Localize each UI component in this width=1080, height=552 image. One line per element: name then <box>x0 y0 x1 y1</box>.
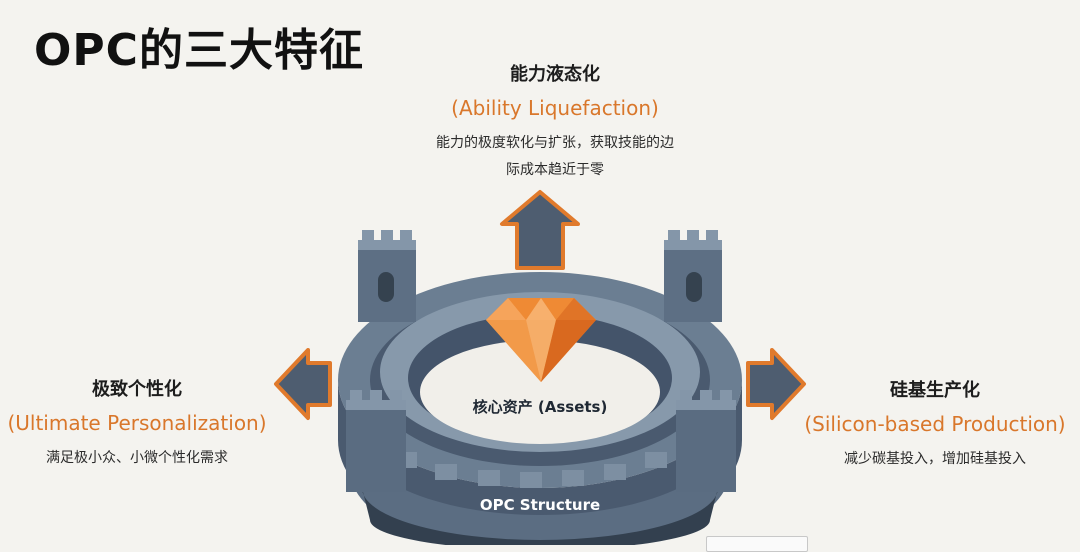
opc-structure-label: OPC Structure <box>479 496 601 514</box>
desc-line: 能力的极度软化与扩张，获取技能的边 <box>436 135 674 151</box>
arrow-left <box>274 348 332 420</box>
feature-title: 极致个性化 <box>92 379 182 400</box>
feature-description: 能力的极度软化与扩张，获取技能的边 际成本趋近于零 <box>395 130 715 184</box>
feature-ability-liquefaction: 能力液态化 (Ability Liquefaction) 能力的极度软化与扩张，… <box>395 60 715 184</box>
corner-control[interactable] <box>706 536 808 552</box>
desc-line: 际成本趋近于零 <box>506 162 604 178</box>
tower-front-right <box>676 390 736 492</box>
gem-icon <box>486 298 596 382</box>
feature-title: 硅基生产化 <box>890 380 980 401</box>
feature-english: (Ultimate Personalization) <box>7 411 267 435</box>
arrow-up <box>500 190 580 270</box>
feature-english: (Ability Liquefaction) <box>451 96 659 120</box>
feature-ultimate-personalization: 极致个性化 (Ultimate Personalization) 满足极小众、小… <box>0 375 274 472</box>
tower-back-right <box>664 230 722 322</box>
arrow-right <box>746 348 806 420</box>
feature-silicon-production: 硅基生产化 (Silicon-based Production) 减少碳基投入，… <box>790 376 1080 473</box>
tower-front-left <box>346 390 406 492</box>
feature-title: 能力液态化 <box>510 64 600 85</box>
tower-back-left <box>358 230 416 322</box>
feature-english: (Silicon-based Production) <box>804 412 1066 436</box>
feature-description: 减少碳基投入，增加硅基投入 <box>844 451 1026 467</box>
feature-description: 满足极小众、小微个性化需求 <box>46 450 228 466</box>
slide-title: OPC的三大特征 <box>34 25 364 76</box>
core-assets-label: 核心资产 (Assets) <box>472 398 608 416</box>
